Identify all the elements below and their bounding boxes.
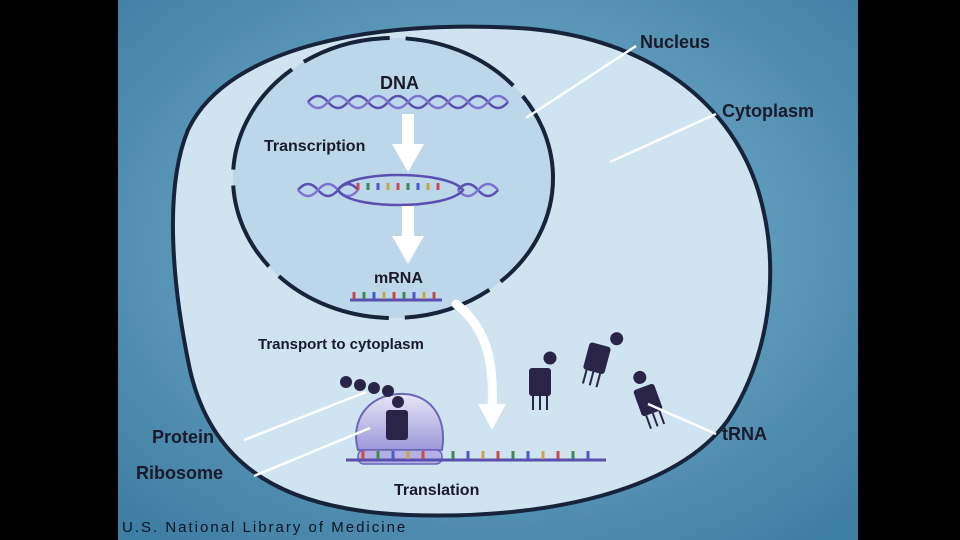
translation-label: Translation (394, 482, 480, 499)
transcription-arrow (392, 114, 424, 172)
protein-chain (340, 376, 394, 397)
cell-diagram (118, 0, 858, 540)
trna-label: tRNA (722, 424, 767, 444)
nucleus-envelope (231, 36, 555, 320)
trna-molecule (529, 351, 557, 410)
protein-label: Protein (152, 427, 215, 447)
transport-arrow (451, 299, 506, 430)
mrna-strand (350, 292, 442, 302)
trna-molecule (581, 332, 624, 388)
nucleus-label: Nucleus (640, 32, 711, 52)
mrna-label: mRNA (374, 270, 423, 287)
transcription-bubble (297, 173, 499, 207)
transcription-label: Transcription (264, 138, 366, 155)
mrna-arrow (392, 206, 424, 264)
dna-label: DNA (380, 73, 419, 93)
trna-molecule (633, 370, 666, 430)
translation-mrna (346, 451, 606, 462)
transport-label: Transport to cytoplasm (258, 336, 424, 353)
diagram-canvas: Nucleus Cytoplasm DNA Transcription mRNA… (118, 0, 858, 540)
cytoplasm-label: Cytoplasm (722, 101, 815, 121)
ribosome-label: Ribosome (136, 463, 224, 483)
dna-helix (307, 94, 509, 110)
leader-lines (243, 44, 717, 478)
credit-text: U.S. National Library of Medicine (122, 519, 408, 536)
